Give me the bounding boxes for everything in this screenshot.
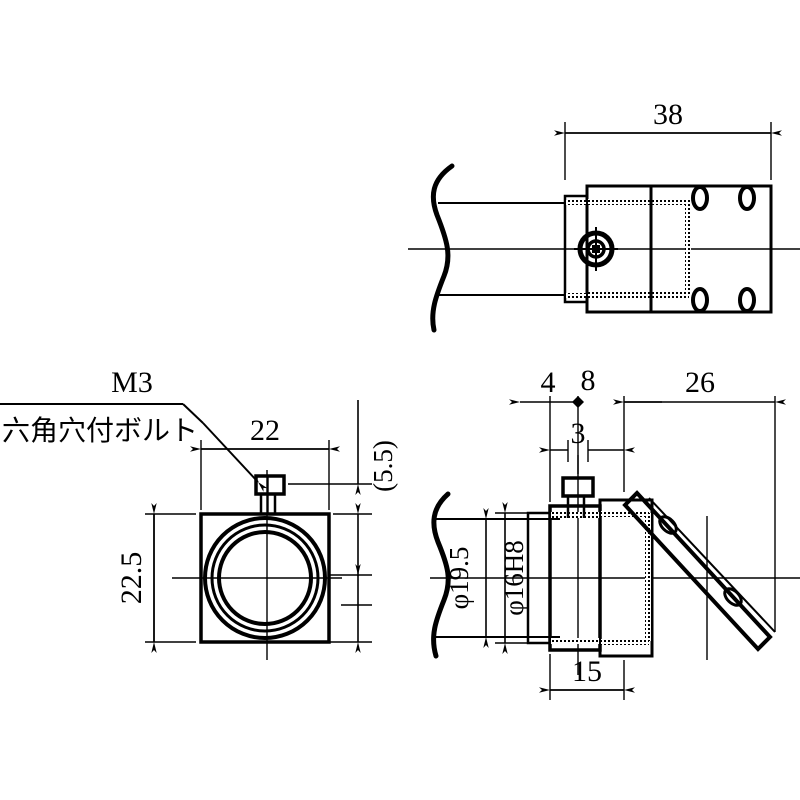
top-view: 38 xyxy=(408,98,800,333)
dimension-15-label: 15 xyxy=(572,655,602,688)
dimension-4-label: 4 xyxy=(541,366,556,399)
dimension-5-5-label: (5.5) xyxy=(368,440,398,492)
front-right-tick xyxy=(329,564,372,653)
arm-hole xyxy=(723,587,743,607)
dimension-22-5: 22.5 xyxy=(115,503,196,653)
bore-rings-front xyxy=(203,516,327,640)
side-view: 4 8 26 3 φ19.5 xyxy=(430,364,800,700)
dimension-5-5: (5.5) xyxy=(288,400,398,576)
socket-head-bolt-side xyxy=(561,476,595,518)
dimension-38: 38 xyxy=(554,98,782,180)
thread-band-top xyxy=(566,199,691,298)
front-view: M3 六角穴付ボルト 22 22.5 xyxy=(0,366,398,660)
clamp-body-side xyxy=(548,498,654,658)
break-line-top xyxy=(430,163,455,333)
arm-hole xyxy=(658,515,678,535)
dimension-22: 22 xyxy=(190,414,340,510)
mounting-plate-top xyxy=(649,184,773,314)
m3-leader: M3 六角穴付ボルト xyxy=(0,366,268,492)
mounting-hole xyxy=(691,185,709,211)
dimension-26-label: 26 xyxy=(685,366,715,399)
bolt-type-label-jp: 六角穴付ボルト xyxy=(2,414,198,447)
clamp-body-front xyxy=(199,512,331,644)
mounting-hole xyxy=(738,185,756,211)
socket-head-bolt-top xyxy=(574,227,618,271)
dimension-phi-19-5: φ19.5 xyxy=(434,508,500,648)
dimension-3: 3 xyxy=(539,417,635,462)
dimension-8-label: 8 xyxy=(581,364,596,397)
pipe-shaft-top xyxy=(438,202,565,296)
diagonal-arm xyxy=(622,490,776,652)
socket-head-bolt-front xyxy=(254,474,286,514)
dimension-38-label: 38 xyxy=(653,98,683,131)
thread-band-side xyxy=(551,511,651,645)
dimension-15: 15 xyxy=(539,654,635,700)
dimension-row-top-side: 4 8 26 xyxy=(509,364,786,632)
dimension-phi-16h8-label: φ16H8 xyxy=(499,540,529,616)
dimension-22-label: 22 xyxy=(250,414,280,447)
mounting-hole xyxy=(738,287,756,313)
break-line-side xyxy=(431,491,451,659)
datum-marker xyxy=(572,396,584,408)
dimension-22-5-label: 22.5 xyxy=(115,552,148,605)
mounting-hole xyxy=(691,287,709,313)
dimension-phi-19-5-label: φ19.5 xyxy=(444,547,474,610)
m3-label: M3 xyxy=(111,366,153,399)
dimension-3-label: 3 xyxy=(571,417,586,450)
dimension-phi-16h8: φ16H8 xyxy=(495,502,548,654)
